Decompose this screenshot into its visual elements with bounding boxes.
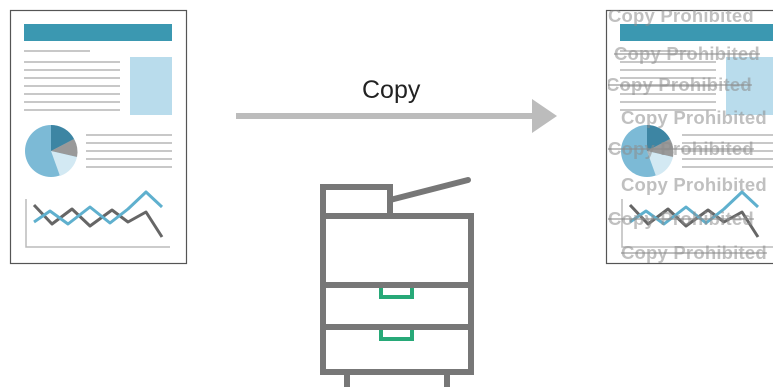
copied-text-lines <box>620 50 716 111</box>
original-image-block <box>130 57 172 115</box>
original-side-lines <box>86 134 172 168</box>
copied-side-lines <box>682 134 773 168</box>
copied-line-chart <box>621 190 773 248</box>
original-document <box>9 9 188 265</box>
tray-handles <box>379 288 414 341</box>
original-pie-chart <box>25 125 78 177</box>
copied-image-block <box>726 57 773 115</box>
copier-icon <box>320 177 474 387</box>
copy-label: Copy <box>362 76 421 104</box>
copy-arrow <box>236 99 557 133</box>
copied-pie-chart <box>621 125 674 177</box>
copied-document <box>605 9 773 265</box>
original-text-lines <box>24 50 120 111</box>
original-line-chart <box>25 190 170 248</box>
copied-title-bar <box>620 24 773 41</box>
original-title-bar <box>24 24 172 41</box>
